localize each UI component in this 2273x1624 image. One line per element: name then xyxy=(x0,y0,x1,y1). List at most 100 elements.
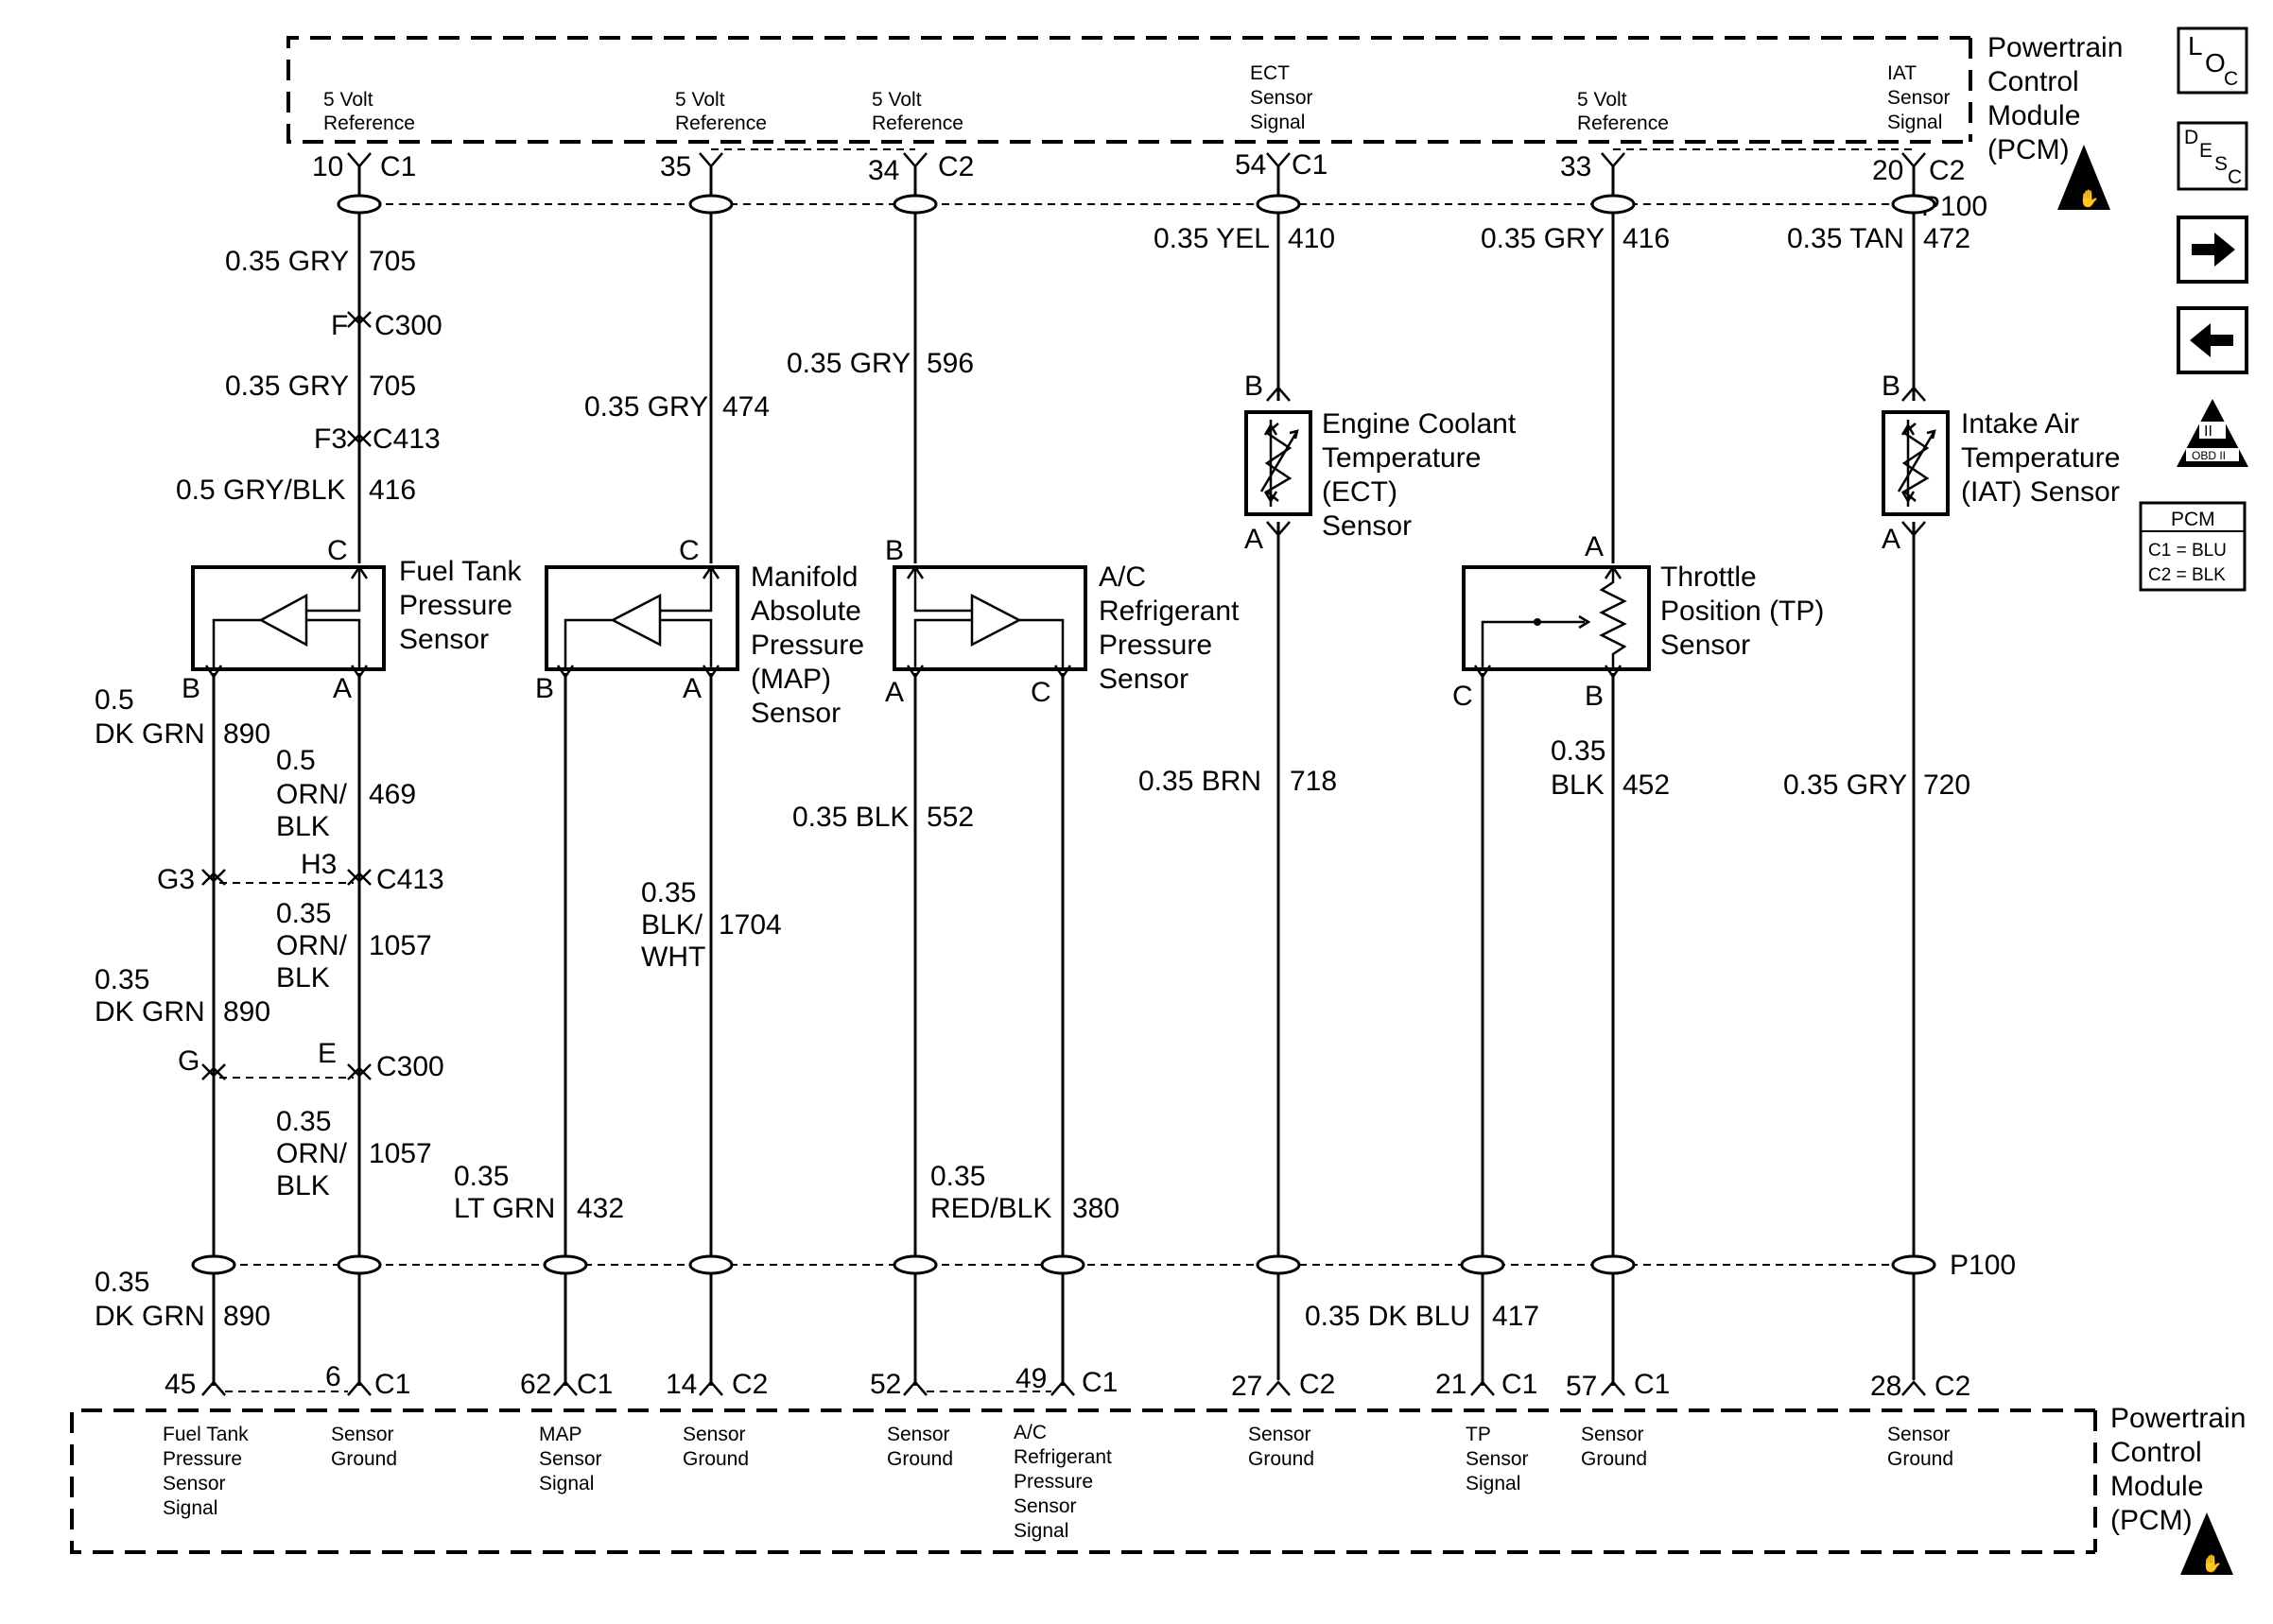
svg-text:(IAT) Sensor: (IAT) Sensor xyxy=(1961,476,2120,508)
svg-text:35: 35 xyxy=(660,151,691,182)
desc-icon[interactable]: D E S C xyxy=(2177,121,2248,191)
svg-text:PCM: PCM xyxy=(2171,509,2215,530)
svg-text:62: 62 xyxy=(520,1369,551,1400)
svg-text:E: E xyxy=(318,1038,337,1069)
svg-text:B: B xyxy=(1244,371,1263,402)
svg-text:Sensor: Sensor xyxy=(683,1424,746,1445)
svg-text:1057: 1057 xyxy=(369,930,432,961)
svg-text:Sensor: Sensor xyxy=(1248,1424,1311,1445)
svg-text:A/C: A/C xyxy=(1099,561,1146,593)
svg-text:0.35: 0.35 xyxy=(930,1161,985,1192)
svg-text:0.35: 0.35 xyxy=(454,1161,509,1192)
splice-nodes-top xyxy=(337,194,1936,215)
svg-text:Engine Coolant: Engine Coolant xyxy=(1322,408,1517,440)
svg-text:33: 33 xyxy=(1560,151,1591,182)
svg-text:410: 410 xyxy=(1288,223,1335,254)
svg-text:Ground: Ground xyxy=(887,1448,953,1470)
svg-text:Pressure: Pressure xyxy=(399,590,512,621)
svg-text:ORN/: ORN/ xyxy=(276,1138,348,1169)
svg-text:Sensor: Sensor xyxy=(1887,87,1951,109)
svg-text:0.35 GRY: 0.35 GRY xyxy=(787,348,911,379)
svg-text:27: 27 xyxy=(1231,1371,1262,1402)
svg-text:34: 34 xyxy=(868,155,899,186)
svg-text:C300: C300 xyxy=(376,1051,444,1082)
svg-text:C2: C2 xyxy=(1935,1371,1970,1402)
svg-text:52: 52 xyxy=(870,1369,901,1400)
svg-text:Absolute: Absolute xyxy=(751,596,861,627)
inline-connector-chevrons xyxy=(201,311,372,1080)
svg-text:LT GRN: LT GRN xyxy=(454,1193,555,1224)
pin-chevrons-top xyxy=(347,152,1926,168)
svg-text:Pressure: Pressure xyxy=(163,1448,242,1470)
bottom-pin-labels: Fuel Tank Pressure Sensor Signal Sensor … xyxy=(163,1422,1953,1542)
pcm-bottom-label: Powertrain Control Module (PCM) xyxy=(2110,1403,2246,1536)
svg-text:Sensor: Sensor xyxy=(1099,664,1189,695)
svg-text:A/C: A/C xyxy=(1014,1422,1047,1443)
svg-text:G: G xyxy=(178,1045,200,1077)
svg-text:C2: C2 xyxy=(732,1369,768,1400)
previous-arrow-icon[interactable] xyxy=(2177,306,2248,374)
pcm-top-box xyxy=(286,36,1970,144)
svg-text:720: 720 xyxy=(1923,769,1970,801)
iat-sensor: B A Intake Air Temperature (IAT) Sensor xyxy=(1882,371,2120,555)
svg-text:416: 416 xyxy=(1622,223,1670,254)
svg-text:0.5 GRY/BLK: 0.5 GRY/BLK xyxy=(176,475,346,506)
svg-text:Ground: Ground xyxy=(1248,1448,1314,1470)
svg-text:B: B xyxy=(1882,371,1900,402)
svg-text:417: 417 xyxy=(1492,1301,1539,1332)
svg-text:C1: C1 xyxy=(374,1369,410,1400)
pin-chevrons-bottom xyxy=(201,1380,1926,1396)
svg-text:Ground: Ground xyxy=(1581,1448,1647,1470)
svg-text:IAT: IAT xyxy=(1887,62,1917,84)
svg-text:RED/BLK: RED/BLK xyxy=(930,1193,1051,1224)
svg-text:Temperature: Temperature xyxy=(1322,442,1481,474)
svg-text:F3: F3 xyxy=(314,423,347,455)
wire-labels: 0.35 GRY 705 0.35 GRY 705 0.5 GRY/BLK 41… xyxy=(95,223,1970,1332)
svg-text:28: 28 xyxy=(1870,1371,1901,1402)
esd-icon-top: ✋ xyxy=(2057,145,2110,210)
svg-text:✋: ✋ xyxy=(2078,188,2099,208)
svg-text:S: S xyxy=(2214,153,2228,175)
svg-text:890: 890 xyxy=(223,718,270,750)
bottom-pin-numbers: 45 6 C1 62 C1 14 C2 52 49 C1 27 C2 21 C1… xyxy=(165,1361,1970,1402)
svg-text:0.35: 0.35 xyxy=(95,1267,149,1298)
pcm-connector-table: PCM C1 = BLU C2 = BLK xyxy=(2139,501,2247,592)
svg-text:416: 416 xyxy=(369,475,416,506)
svg-text:MAP: MAP xyxy=(539,1424,582,1445)
svg-text:DK GRN: DK GRN xyxy=(95,1301,205,1332)
svg-text:0.35 TAN: 0.35 TAN xyxy=(1787,223,1904,254)
svg-text:A: A xyxy=(885,677,904,708)
inline-connector-labels: F C300 F3 C413 G3 H3 C413 G E C300 xyxy=(157,310,444,1082)
svg-text:1057: 1057 xyxy=(369,1138,432,1169)
next-arrow-icon[interactable] xyxy=(2177,216,2248,284)
pcm-bottom-box xyxy=(70,1408,2095,1554)
svg-text:F: F xyxy=(331,310,348,341)
svg-text:Pressure: Pressure xyxy=(1014,1471,1093,1493)
top-pin-numbers: 10 C1 35 34 C2 54 C1 33 20 C2 P100 xyxy=(312,149,1987,222)
svg-text:Ground: Ground xyxy=(331,1448,397,1470)
svg-text:ECT: ECT xyxy=(1250,62,1290,84)
svg-text:C1: C1 xyxy=(1634,1369,1670,1400)
svg-text:452: 452 xyxy=(1622,769,1670,801)
svg-text:Reference: Reference xyxy=(323,112,415,134)
loc-icon[interactable]: L O C xyxy=(2177,26,2248,95)
svg-text:0.35: 0.35 xyxy=(641,877,696,908)
svg-text:Refrigerant: Refrigerant xyxy=(1099,596,1240,627)
svg-text:BLK: BLK xyxy=(276,811,330,842)
svg-text:552: 552 xyxy=(927,802,974,833)
svg-text:BLK: BLK xyxy=(276,1170,330,1201)
svg-text:II: II xyxy=(2204,423,2212,440)
svg-text:OBD II: OBD II xyxy=(2192,449,2226,462)
svg-text:469: 469 xyxy=(369,779,416,810)
svg-text:B: B xyxy=(885,535,904,566)
svg-text:D: D xyxy=(2184,127,2198,148)
svg-text:6: 6 xyxy=(325,1361,341,1392)
svg-text:5 Volt: 5 Volt xyxy=(1577,89,1627,111)
svg-text:C: C xyxy=(1452,681,1473,712)
svg-text:0.5: 0.5 xyxy=(95,684,134,716)
svg-text:Sensor: Sensor xyxy=(1581,1424,1644,1445)
svg-text:DK GRN: DK GRN xyxy=(95,718,205,750)
svg-text:890: 890 xyxy=(223,1301,270,1332)
svg-text:C413: C413 xyxy=(373,423,441,455)
